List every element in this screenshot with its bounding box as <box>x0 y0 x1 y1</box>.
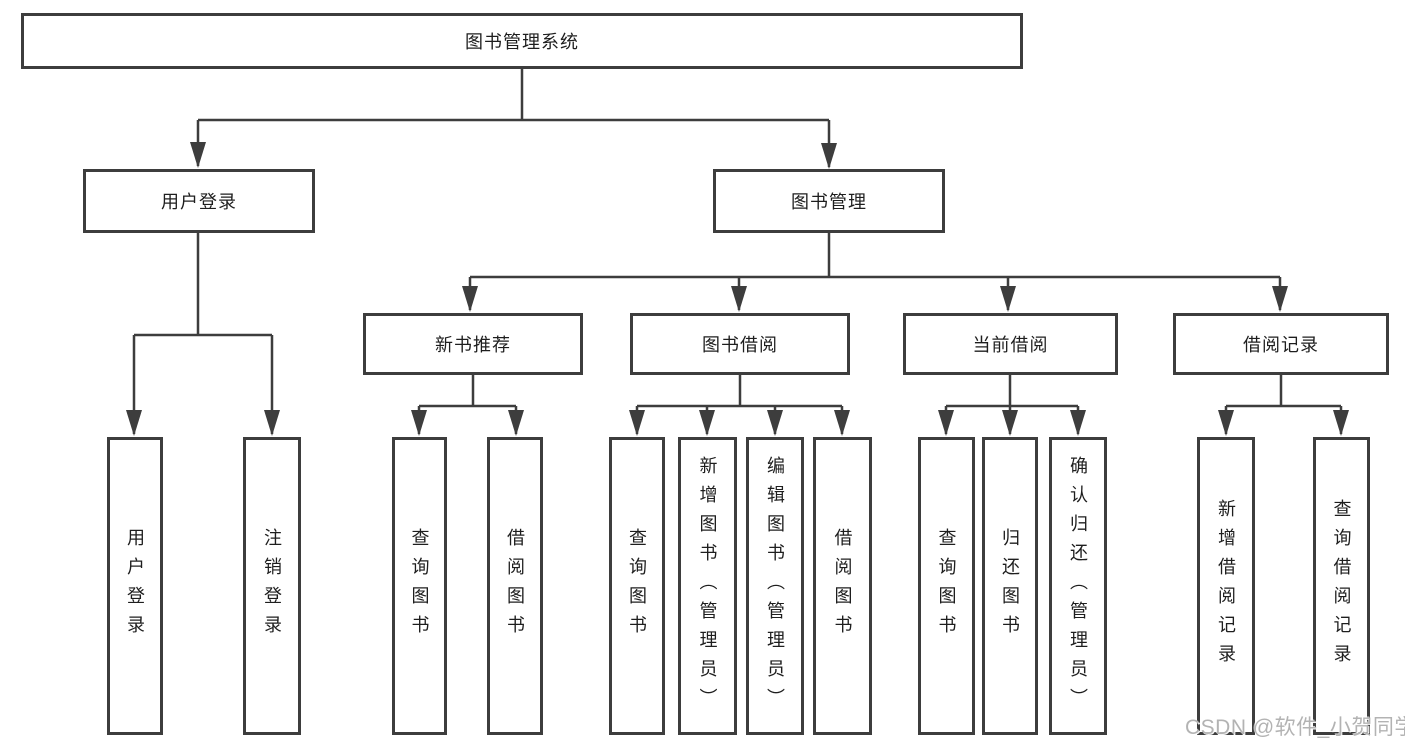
leaf-label: 查询借阅记录 <box>1331 499 1352 673</box>
leaf-label: 新增图书（管理员） <box>697 455 718 717</box>
node-leaf-query-borrow-record: 查询借阅记录 <box>1313 437 1370 735</box>
node-book-management: 图书管理 <box>713 169 945 233</box>
leaf-label: 借阅图书 <box>832 528 853 644</box>
leaf-label: 归还图书 <box>1000 528 1020 644</box>
node-leaf-add-borrow-record: 新增借阅记录 <box>1197 437 1255 735</box>
leaf-label: 查询图书 <box>627 528 647 644</box>
csdn-watermark: CSDN @软件_小贺同学 <box>1185 716 1405 739</box>
leaf-label: 借阅图书 <box>505 528 525 644</box>
node-leaf-add-book-admin: 新增图书（管理员） <box>678 437 737 735</box>
node-leaf-query-book-current: 查询图书 <box>918 437 975 735</box>
node-current-borrow: 当前借阅 <box>903 313 1118 375</box>
node-leaf-return-book: 归还图书 <box>982 437 1038 735</box>
node-borrow-records: 借阅记录 <box>1173 313 1389 375</box>
leaf-label: 新增借阅记录 <box>1216 499 1236 673</box>
leaf-label: 用户登录 <box>125 528 145 644</box>
leaf-label: 查询图书 <box>936 528 957 644</box>
leaf-label: 查询图书 <box>409 528 430 644</box>
node-leaf-borrow-book-recommend: 借阅图书 <box>487 437 543 735</box>
node-leaf-confirm-return-admin: 确认归还（管理员） <box>1049 437 1107 735</box>
node-leaf-edit-book-admin: 编辑图书（管理员） <box>746 437 804 735</box>
node-leaf-borrow-book: 借阅图书 <box>813 437 872 735</box>
node-new-book-recommend: 新书推荐 <box>363 313 583 375</box>
node-library-system: 图书管理系统 <box>21 13 1023 69</box>
node-user-login: 用户登录 <box>83 169 315 233</box>
leaf-label: 确认归还（管理员） <box>1068 455 1088 717</box>
leaf-label: 编辑图书（管理员） <box>765 455 785 717</box>
leaf-label: 注销登录 <box>262 528 282 644</box>
node-leaf-user-login: 用户登录 <box>107 437 163 735</box>
node-leaf-query-book-recommend: 查询图书 <box>392 437 447 735</box>
node-leaf-logout: 注销登录 <box>243 437 301 735</box>
node-book-borrow: 图书借阅 <box>630 313 850 375</box>
node-leaf-query-book-borrow: 查询图书 <box>609 437 665 735</box>
